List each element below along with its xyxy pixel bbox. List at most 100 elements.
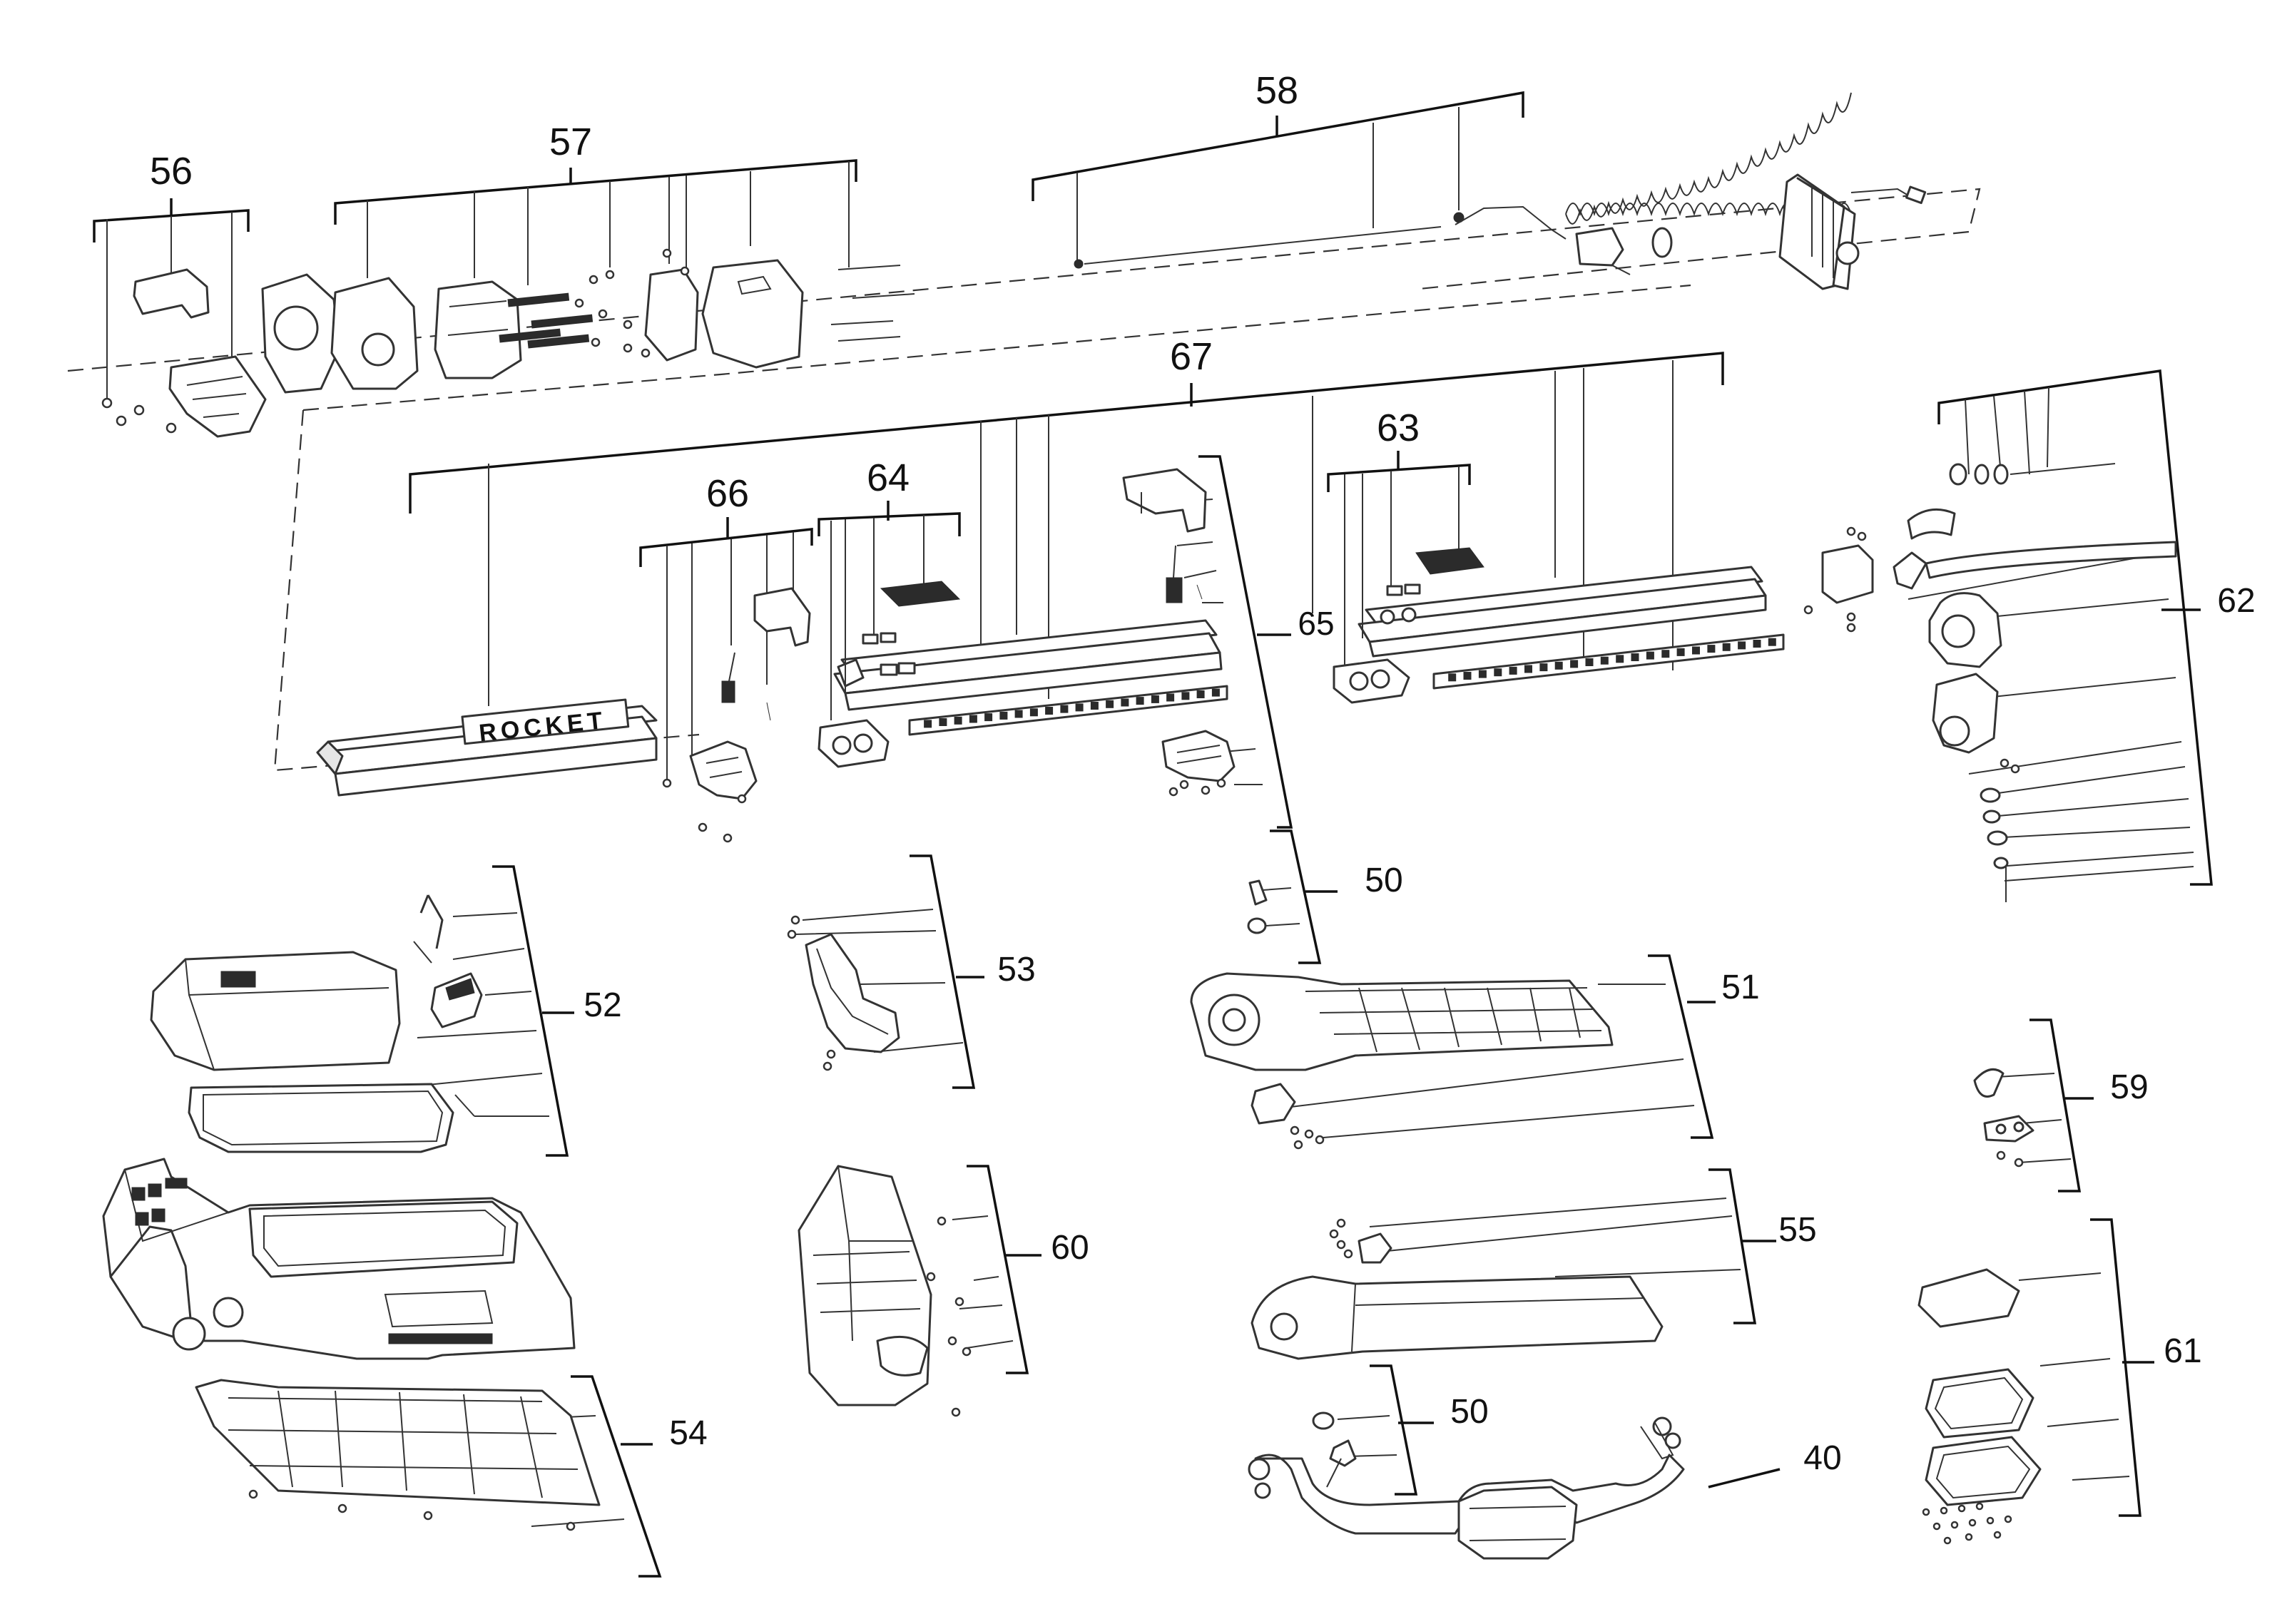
trolley-cover-65-part xyxy=(1122,468,1207,533)
chain-hole xyxy=(969,715,977,723)
pin-50b-part xyxy=(1326,1458,1342,1488)
callout-60: 60 xyxy=(1051,1229,1089,1267)
callout-53: 53 xyxy=(997,951,1035,989)
screws-56 xyxy=(101,397,177,434)
screws-61 xyxy=(1922,1502,2012,1545)
screws-66 xyxy=(662,778,747,843)
group-59: 59 xyxy=(1973,1018,2149,1193)
screws-57 xyxy=(574,248,690,358)
chain-hole xyxy=(1768,638,1776,646)
washer-50b-part xyxy=(1312,1411,1335,1430)
gearbox-cover-part xyxy=(701,259,804,369)
chain-hole xyxy=(1151,695,1159,703)
chain-hole xyxy=(954,716,962,725)
group-50-upper: 50 xyxy=(1247,829,1403,964)
arm-55-part xyxy=(1251,1275,1664,1360)
callout-66: 66 xyxy=(706,472,749,515)
cover-66-part xyxy=(753,587,811,647)
chain-hole xyxy=(1554,661,1563,670)
chain-holes xyxy=(924,638,1776,728)
callout-63: 63 xyxy=(1377,407,1420,449)
coil-cord-part xyxy=(1565,92,1927,225)
group-64: 64 xyxy=(818,456,961,768)
chain-hole xyxy=(1106,700,1114,708)
callout-56: 56 xyxy=(150,150,193,193)
group-65: 65 xyxy=(1122,455,1335,829)
screws-62 xyxy=(1803,526,2020,774)
group-54: 54 xyxy=(102,1158,708,1578)
long-bolts-57 xyxy=(830,265,915,342)
connector-66-part xyxy=(721,680,735,703)
hinge-59-part xyxy=(1983,1115,2034,1143)
header-rail-62-part xyxy=(1925,541,2177,579)
group-56: 56 xyxy=(93,150,267,438)
grip-pad-63-part xyxy=(1415,547,1484,575)
lens-cover-52-part xyxy=(150,951,401,1071)
group-40: 40 xyxy=(1248,1416,1842,1560)
chain-hole xyxy=(984,713,993,722)
clevis-pin-50-part xyxy=(1248,879,1268,906)
chain-hole xyxy=(939,718,947,726)
group-66: 66 xyxy=(639,472,813,843)
chain-hole xyxy=(1676,648,1685,656)
chain-hole xyxy=(1121,698,1129,707)
gasket-61-part xyxy=(1917,1268,2020,1328)
latch-52-part xyxy=(430,972,483,1028)
chain-hole xyxy=(1539,663,1548,672)
chain-hole xyxy=(1631,653,1639,661)
chain-hole xyxy=(1136,697,1144,705)
chain-hole xyxy=(1196,690,1205,698)
callout-58: 58 xyxy=(1255,69,1298,112)
callout-50-upper: 50 xyxy=(1365,862,1402,899)
screws-60 xyxy=(926,1216,972,1417)
group-58: 58 xyxy=(1032,69,1927,275)
callout-57: 57 xyxy=(549,121,592,163)
chain-hole xyxy=(1524,665,1532,673)
end-plate-64-part xyxy=(818,719,890,768)
chain-hole xyxy=(1585,658,1594,666)
chain-hole xyxy=(1661,650,1670,658)
callout-40: 40 xyxy=(1803,1439,1841,1477)
group-51: 51 xyxy=(1190,954,1760,1150)
end-plate-part xyxy=(644,268,699,362)
sprocket-cover-62-part xyxy=(1821,544,1874,604)
pivot-disc-55-part xyxy=(1358,1232,1392,1264)
group-60: 60 xyxy=(798,1165,1089,1417)
chain-hole xyxy=(1753,640,1761,648)
chain-hole xyxy=(924,720,932,728)
chain-hole xyxy=(999,711,1008,720)
callout-64: 64 xyxy=(867,456,910,499)
screws-55 xyxy=(1329,1218,1353,1259)
brush-rods-57 xyxy=(499,292,594,349)
group-53: 53 xyxy=(787,854,1036,1089)
screws-54 xyxy=(248,1489,576,1531)
group-52: 52 xyxy=(150,865,622,1157)
group-62: 62 xyxy=(1778,173,2256,902)
chain-hole xyxy=(1448,673,1457,682)
shaft-part xyxy=(1084,226,1442,265)
chain-hole xyxy=(1478,670,1487,678)
trolley-arm-51-part xyxy=(1190,972,1614,1071)
gasket-52-part xyxy=(188,1083,454,1153)
callout-62: 62 xyxy=(2217,582,2255,620)
base-plate-54-part xyxy=(195,1379,601,1506)
clip-59-part xyxy=(1973,1068,2005,1098)
callout-65: 65 xyxy=(1298,605,1334,642)
chain-hole xyxy=(1463,672,1472,680)
chain-hole xyxy=(1029,708,1038,717)
control-panel-buttons xyxy=(131,1178,188,1226)
chain-hole xyxy=(1692,646,1700,655)
chain-hole xyxy=(1616,655,1624,663)
group-50-lower: 50 xyxy=(1312,1364,1489,1496)
trolley-base-66-part xyxy=(689,740,758,800)
chain-hole xyxy=(1570,660,1579,668)
chain-hole xyxy=(1090,702,1099,710)
group-67: 67 xyxy=(409,335,1724,706)
chain-hole xyxy=(1045,707,1054,715)
chain-hole xyxy=(1707,645,1716,653)
callout-51: 51 xyxy=(1721,969,1759,1006)
top-cap-part xyxy=(133,268,210,319)
callout-55: 55 xyxy=(1778,1211,1816,1249)
